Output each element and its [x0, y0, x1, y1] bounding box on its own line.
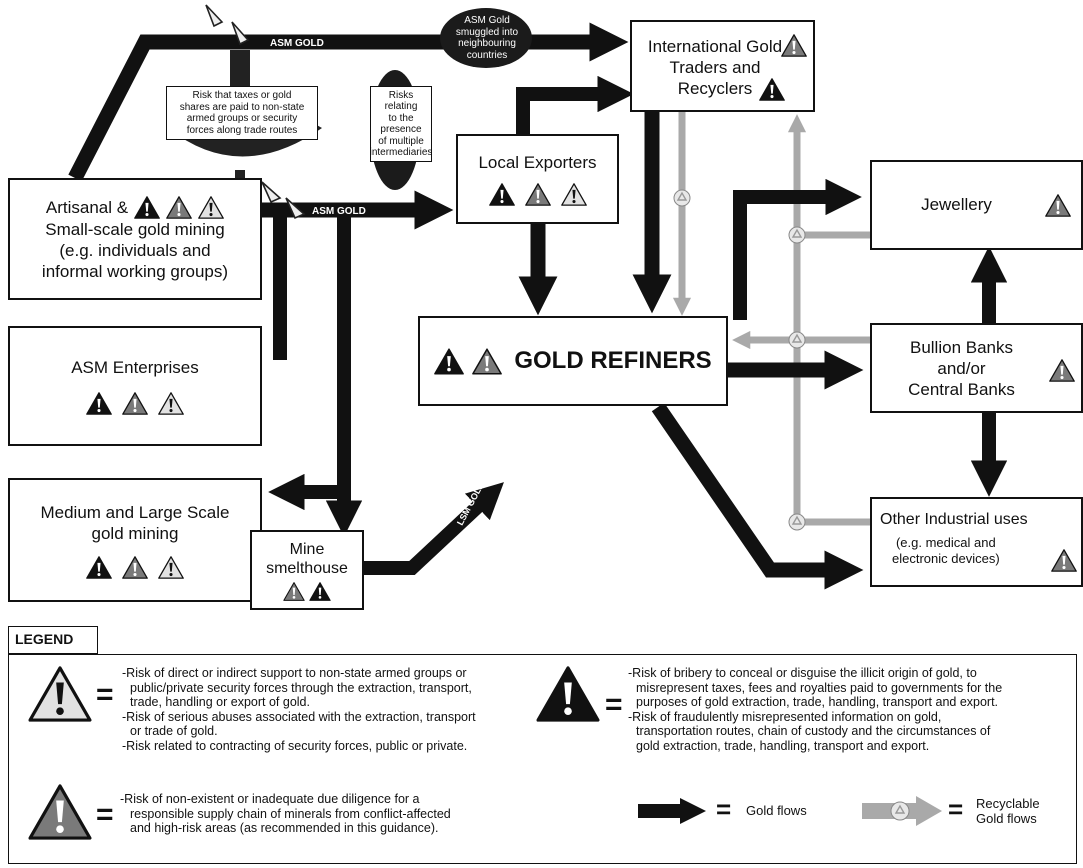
- asm-gold-mid-label: ASM GOLD: [312, 206, 366, 217]
- medium-large-mining-node: Medium and Large Scale gold mining: [8, 478, 262, 602]
- risk-note-smuggled: ASM Gold smuggled into neighbouring coun…: [455, 15, 519, 61]
- equals-sign: =: [716, 794, 732, 824]
- equals-sign: =: [948, 794, 964, 824]
- asm-gold-top-label: ASM GOLD: [270, 38, 324, 49]
- industrial-uses-node: Other Industrial uses (e.g. medical and …: [870, 497, 1083, 587]
- legend-title: LEGEND: [8, 626, 98, 654]
- grey-warning-icon: [122, 555, 148, 579]
- bullion-banks-node: Bullion Banks and/or Central Banks: [870, 323, 1083, 413]
- jewellery-node: Jewellery: [870, 160, 1083, 250]
- asm-mining-node: Artisanal & Small-scale gold mining (e.g…: [8, 178, 262, 300]
- gold-flows: [68, 22, 1008, 590]
- grey-warning-icon: [1049, 359, 1075, 382]
- legend-panel: [8, 654, 1077, 864]
- light-warning-icon: [28, 666, 92, 722]
- dark-warning-icon: [86, 555, 112, 579]
- grey-warning-icon: [122, 391, 148, 415]
- grey-warning-icon: [1051, 549, 1077, 572]
- mine-smelthouse-node: Mine smelthouse: [250, 530, 364, 610]
- legend-light-risk-text: -Risk of direct or indirect support to n…: [122, 666, 476, 753]
- dark-warning-icon: [536, 666, 600, 722]
- dark-warning-icon: [488, 182, 515, 206]
- grey-warning-icon: [781, 34, 807, 57]
- grey-warning-icon: [283, 581, 305, 601]
- light-warning-icon: [158, 391, 184, 415]
- dark-warning-icon: [434, 347, 465, 375]
- legend-recyclable-flow-arrow: [862, 796, 942, 826]
- grey-warning-icon: [28, 784, 92, 840]
- equals-sign: =: [605, 688, 623, 721]
- risk-note-intermediaries: Risks relating to the presence of multip…: [370, 86, 432, 162]
- grey-warning-icon: [1045, 194, 1071, 217]
- light-warning-icon: [158, 555, 184, 579]
- dark-warning-icon: [134, 196, 160, 219]
- dark-warning-icon: [759, 78, 785, 101]
- light-warning-icon: [560, 182, 587, 206]
- legend-dark-risk-text: -Risk of bribery to conceal or disguise …: [628, 666, 1003, 753]
- risk-note-taxes: Risk that taxes or gold shares are paid …: [166, 86, 318, 140]
- local-exporters-node: Local Exporters: [456, 134, 619, 224]
- asm-enterprises-node: ASM Enterprises: [8, 326, 262, 446]
- equals-sign: =: [96, 798, 114, 831]
- gold-refiners-node: GOLD REFINERS: [418, 316, 728, 406]
- international-traders-node: International Gold Traders and Recyclers: [630, 20, 815, 112]
- dark-warning-icon: [86, 391, 112, 415]
- legend-gold-flow-arrow: [638, 798, 706, 824]
- grey-warning-icon: [472, 347, 503, 375]
- grey-warning-icon: [166, 196, 192, 219]
- legend-grey-risk-text: -Risk of non-existent or inadequate due …: [120, 792, 451, 835]
- grey-warning-icon: [524, 182, 551, 206]
- legend-gold-flows-label: Gold flows: [746, 803, 807, 818]
- equals-sign: =: [96, 678, 114, 711]
- dark-warning-icon: [309, 581, 331, 601]
- tool-icons: [205, 4, 306, 220]
- light-warning-icon: [198, 196, 224, 219]
